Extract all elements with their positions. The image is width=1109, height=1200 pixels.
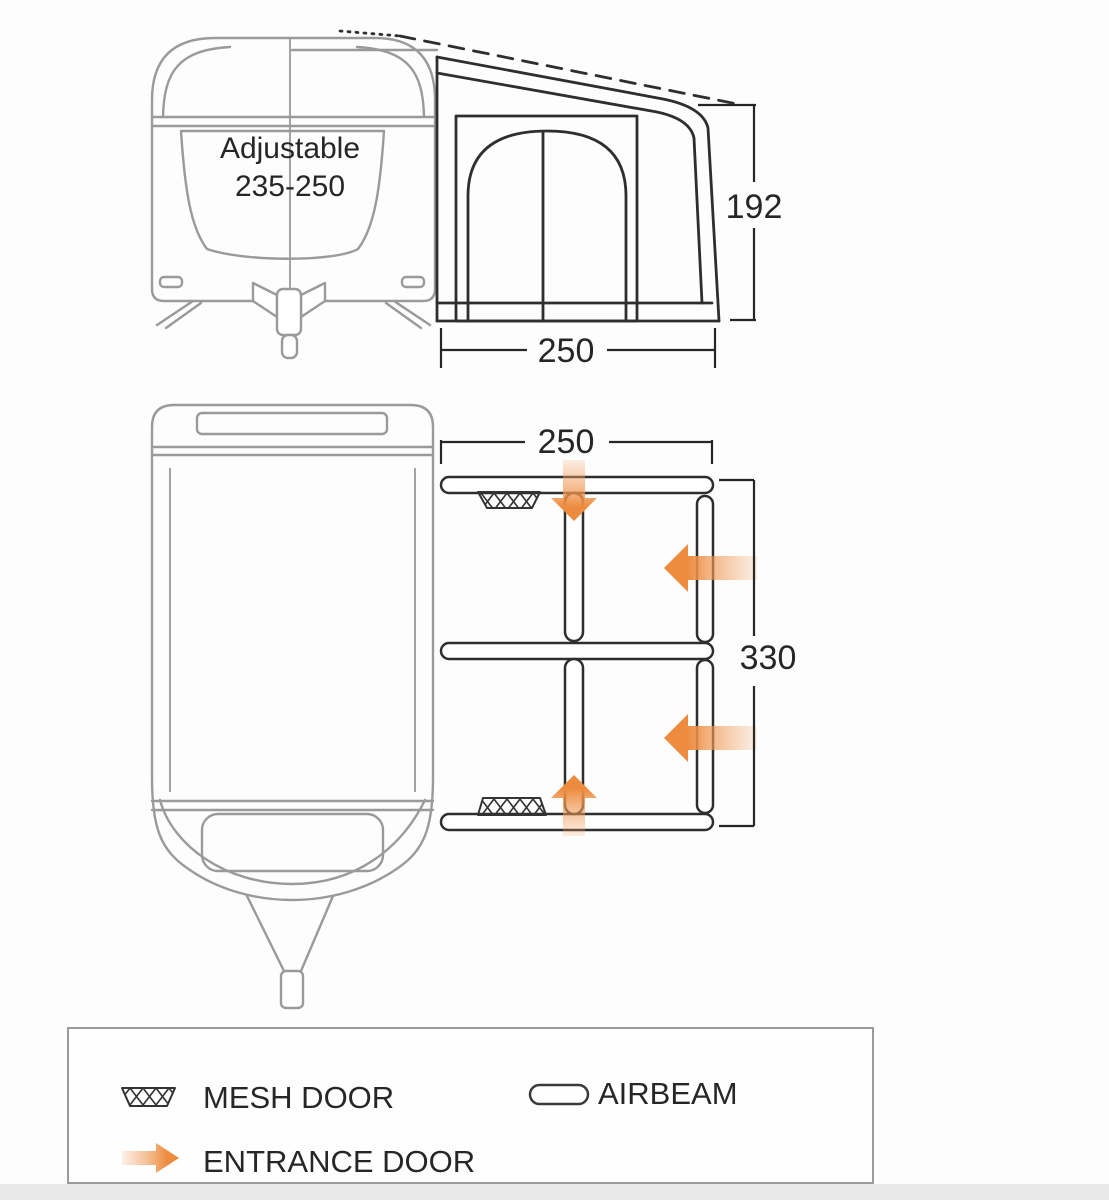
mesh-door-symbol-bottom [477,797,547,816]
legend-mesh-door-label: MESH DOOR [203,1080,394,1115]
dimension-width-250-plan: 250 [439,423,714,464]
dim-250-plan-label: 250 [538,423,595,461]
caravan-plan-view [150,403,435,1010]
mesh-door-symbol-top [477,491,541,509]
entrance-arrow-top [551,460,597,521]
caravan-bumper-slot-right [400,275,426,289]
legend-box [67,1027,874,1184]
airbeam-icon [528,1083,590,1106]
hitch-coupling [275,287,303,337]
door-arch [466,129,628,323]
stabilizer-leg-right [384,299,432,330]
legend-entrance-door-label: ENTRANCE DOOR [203,1144,475,1179]
entrance-arrow-bottom [551,775,597,836]
side-view: Adjustable 235-250 192 [150,29,783,370]
drawbar-frame [245,894,335,973]
hitch-wing-left [251,281,279,319]
adjustable-label-line1: Adjustable [220,132,360,165]
plan-view: 250 330 [150,403,797,1010]
dim-192-label: 192 [726,188,783,226]
door-frame [454,114,639,323]
caravan-rear-view: Adjustable 235-250 [150,36,439,360]
jockey-wheel-stem [280,333,299,360]
dimension-depth-330: 330 [719,478,797,828]
awning-roof-outer [435,55,721,323]
caravan-plan-nose-curve [158,798,427,886]
caravan-plan-front-window [200,812,385,873]
dimension-width-250-side: 250 [439,328,717,370]
awning-side-view [338,29,739,323]
dim-250-side-label: 250 [538,332,595,370]
legend-airbeam-label: AIRBEAM [598,1076,738,1111]
footer-strip [0,1184,1109,1200]
legend: MESH DOOR AIRBEAM ENTRANCE DOOR [0,1027,1109,1200]
dim-330-label: 330 [740,639,797,677]
airbeam-tube-middle [439,641,715,661]
entrance-door-icon [122,1143,179,1173]
caravan-roof-inner-curve-right [355,45,426,119]
tow-hitch [279,969,305,1010]
dimension-height-192: 192 [698,103,783,322]
stabilizer-leg-left [155,299,203,330]
entrance-arrow-right-lower [664,714,757,762]
caravan-roof-inner-curve-left [161,45,232,119]
hitch-wing-right [299,281,327,319]
caravan-plan-rear-wall [150,445,435,457]
caravan-rear-panel [179,129,386,260]
mesh-door-icon [121,1087,176,1107]
caravan-plan-outline [150,403,435,902]
awning-roof-inner [435,71,704,305]
caravan-bumper-slot-left [158,275,184,289]
awning-plan-view [439,460,757,836]
caravan-body-outline [150,36,437,303]
caravan-plan-front-wall [150,799,435,812]
adjustable-roof-dotted-line [338,29,402,38]
adjustable-label-line2: 235-250 [235,170,345,203]
entrance-arrow-right-upper [664,544,757,592]
adjustable-roof-dashed-line [398,34,739,106]
caravan-plan-rear-window [195,411,389,436]
